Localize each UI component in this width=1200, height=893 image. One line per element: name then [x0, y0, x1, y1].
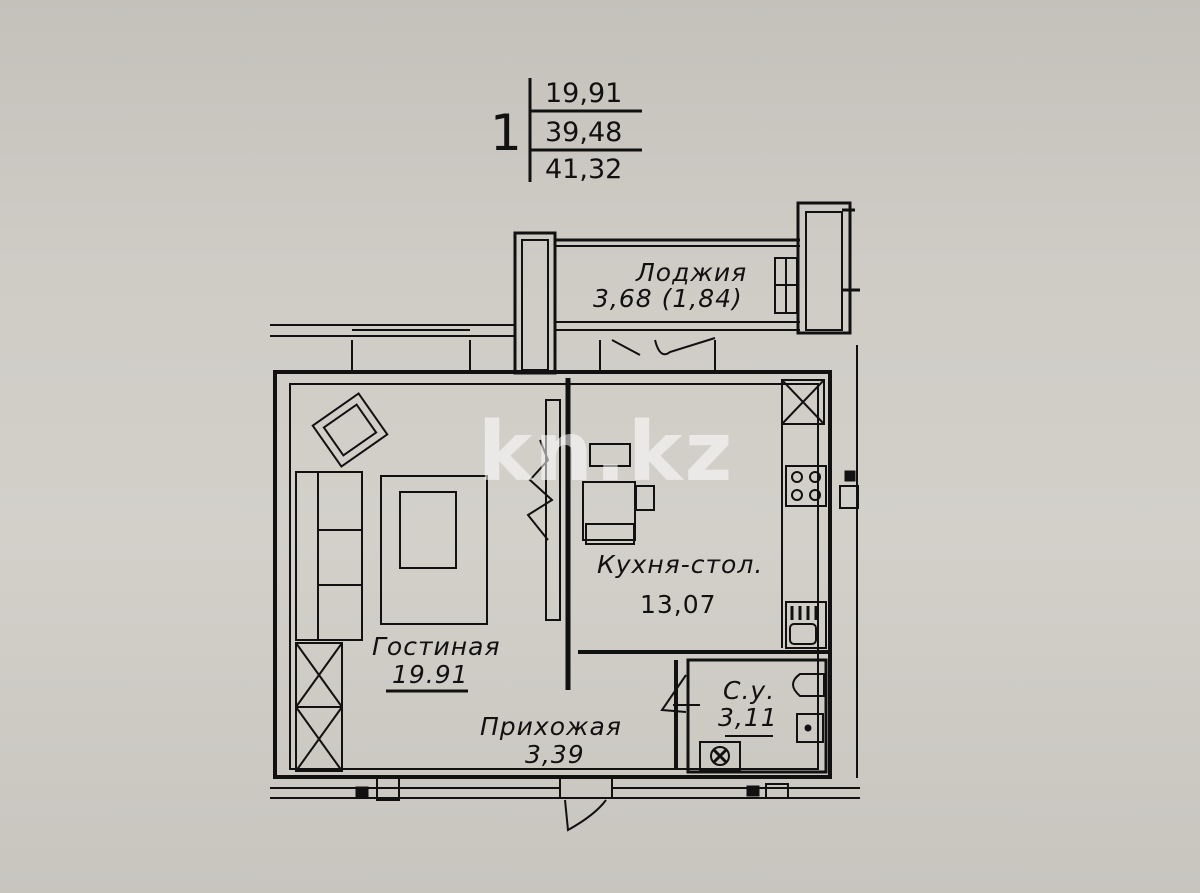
kitchen-label: Кухня-стол. — [597, 550, 764, 579]
loggia-label: Лоджия — [636, 258, 748, 287]
hall-label: Прихожая — [480, 712, 622, 741]
bathroom-area: 3,11 — [718, 703, 778, 732]
living-area-value: 19,91 — [545, 78, 623, 109]
watermark: kn.kz — [478, 405, 735, 500]
rooms-count: 1 — [490, 104, 522, 162]
bathroom-label: С.у. — [723, 676, 776, 705]
total-area-excl-loggia-value: 39,48 — [545, 117, 623, 148]
kitchen-area: 13,07 — [640, 590, 717, 619]
loggia-area: 3,68 (1,84) — [593, 284, 743, 313]
total-area-value: 41,32 — [545, 154, 623, 185]
living-room-area: 19.91 — [392, 660, 469, 689]
living-room-label: Гостиная — [372, 632, 501, 661]
hall-area: 3,39 — [525, 740, 585, 769]
